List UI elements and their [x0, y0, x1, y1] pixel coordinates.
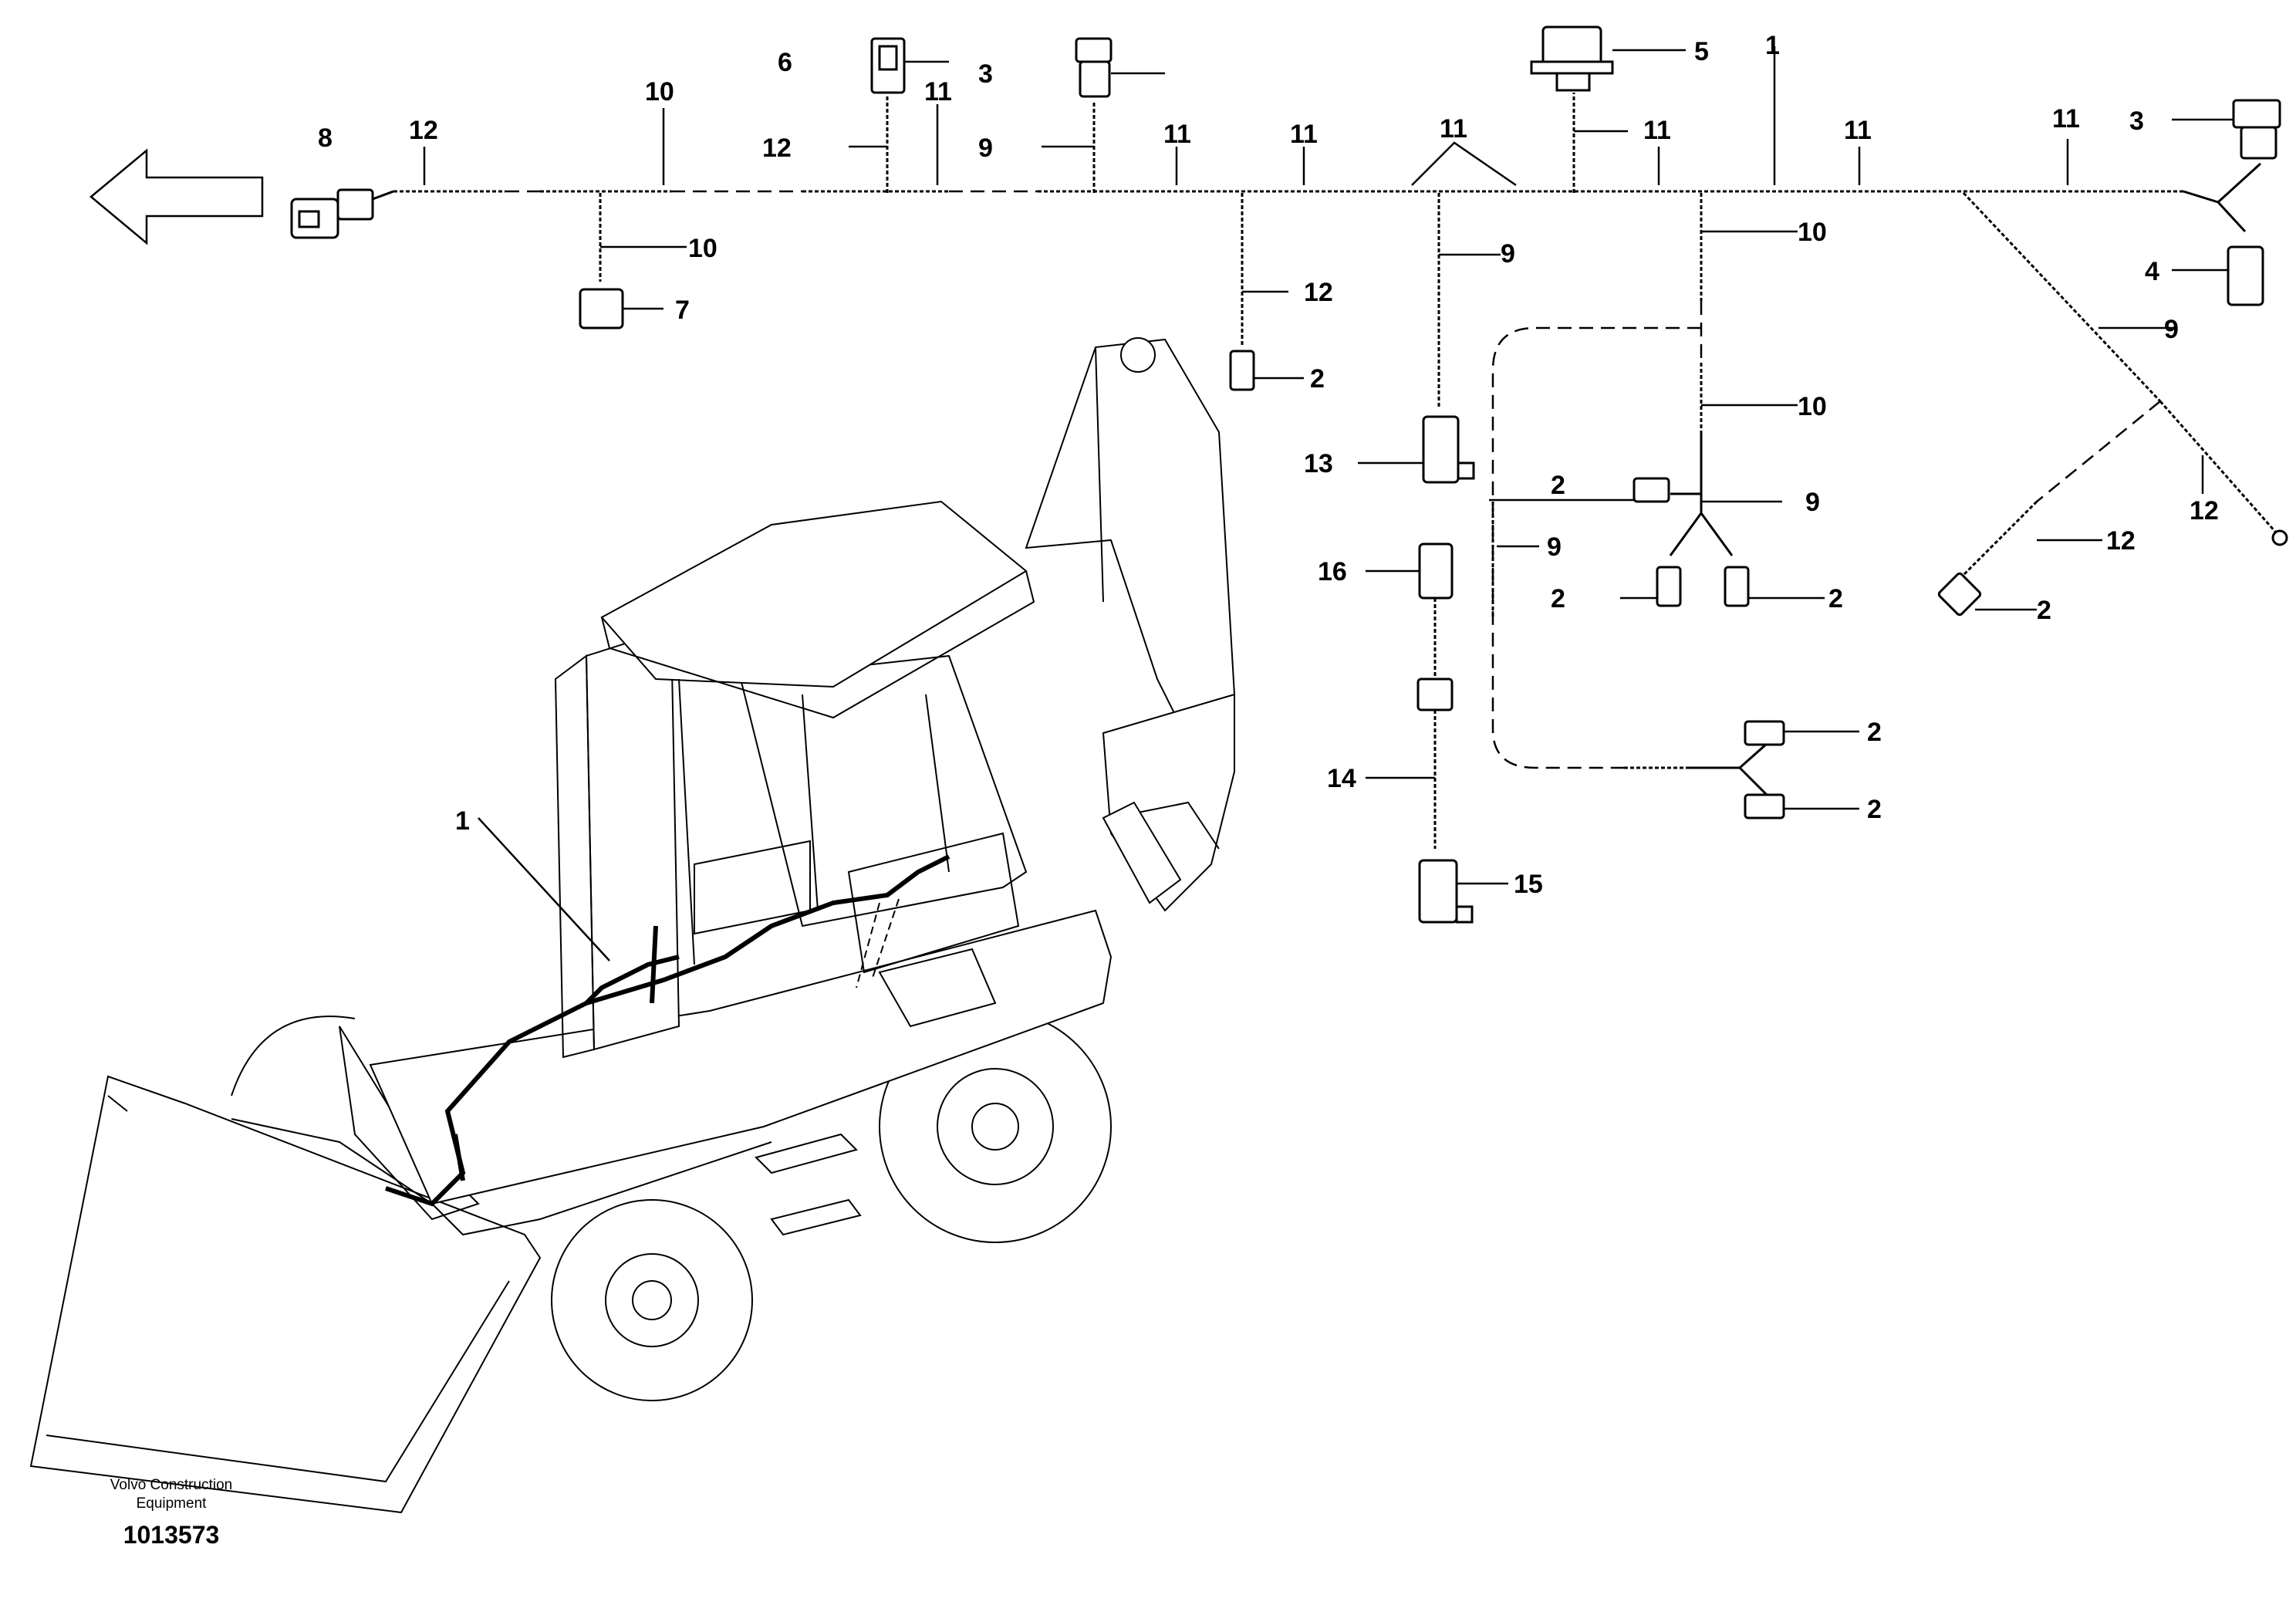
- callout-11-f: 11: [1844, 116, 1872, 145]
- branch-5: [1530, 25, 1686, 193]
- credit-line-1: Volvo Construction: [110, 1477, 232, 1493]
- callout-16: 16: [1318, 557, 1347, 586]
- branch-9-diagonal: [1962, 191, 2288, 546]
- callout-6: 6: [778, 48, 792, 77]
- callout-10-b: 10: [688, 234, 718, 263]
- callout-12-d: 12: [2190, 496, 2219, 525]
- callout-12-e: 12: [2106, 526, 2136, 556]
- branch-2-upper: [1229, 193, 1304, 391]
- callout-1-machine: 1: [455, 806, 470, 836]
- callout-9-d: 9: [1805, 488, 1820, 517]
- callout-11-d: 11: [1440, 114, 1467, 144]
- callout-11-e: 11: [1643, 116, 1671, 145]
- callout-2-a: 2: [1310, 364, 1325, 394]
- callout-2-e: 2: [2037, 596, 2051, 625]
- callout-7: 7: [675, 296, 690, 325]
- callout-8: 8: [318, 123, 333, 153]
- callout-2-d: 2: [1828, 584, 1843, 613]
- callout-12-b: 12: [762, 133, 792, 163]
- callout-15: 15: [1514, 870, 1543, 899]
- callout-2-g: 2: [1867, 795, 1882, 824]
- callout-5: 5: [1694, 37, 1709, 66]
- callout-11-c: 11: [1290, 120, 1318, 149]
- callout-12-c: 12: [1304, 278, 1333, 307]
- callout-10-a: 10: [645, 77, 674, 106]
- callout-9-a: 9: [978, 133, 993, 163]
- branch-13: [1358, 193, 1475, 484]
- connector-3-right: [2172, 99, 2281, 160]
- connector-8: [290, 188, 394, 239]
- callout-1-top: 1: [1765, 31, 1780, 60]
- credit-line-2: Equipment: [137, 1495, 208, 1512]
- callout-9-b: 9: [1501, 239, 1515, 269]
- main-harness: [393, 162, 2262, 233]
- callout-3-right: 3: [2129, 106, 2144, 136]
- callout-4: 4: [2145, 257, 2159, 286]
- callout-11-g: 11: [2052, 104, 2080, 133]
- backhoe-loader-illustration: [29, 337, 1236, 1514]
- callout-2-b: 2: [1551, 471, 1565, 500]
- callout-9-e: 9: [1547, 532, 1562, 562]
- callout-14: 14: [1327, 764, 1356, 793]
- branch-3-top: [1075, 37, 1165, 193]
- branch-12-lower: [1937, 400, 2161, 617]
- callout-2-c: 2: [1551, 584, 1565, 613]
- callout-12-a: 12: [409, 116, 438, 145]
- callout-9-c: 9: [2164, 315, 2179, 344]
- callout-2-f: 2: [1867, 718, 1882, 747]
- callout-10-d: 10: [1798, 392, 1827, 421]
- connector-4: [2172, 245, 2264, 306]
- callout-13: 13: [1304, 449, 1333, 478]
- callout-11-a: 11: [924, 77, 952, 106]
- branch-14-15-16: [1366, 542, 1508, 924]
- callout-leaders: [423, 46, 2069, 293]
- callout-10-c: 10: [1798, 218, 1827, 247]
- branch-6: [870, 37, 949, 193]
- branch-10-right: [1489, 193, 1825, 607]
- branch-9-loop: [1491, 326, 1859, 819]
- front-direction-arrow: [89, 148, 264, 245]
- callout-11-b: 11: [1163, 120, 1191, 149]
- branch-7: [579, 193, 663, 329]
- callout-3-top: 3: [978, 59, 993, 89]
- document-number: 1013573: [123, 1521, 220, 1549]
